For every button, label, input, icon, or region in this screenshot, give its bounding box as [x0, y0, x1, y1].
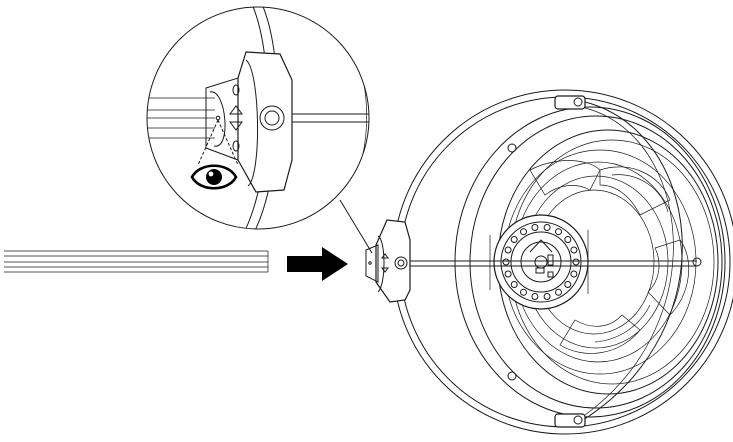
hub-hole: [543, 293, 551, 300]
hub-hole: [572, 258, 580, 266]
drive-rod: [402, 260, 697, 267]
hub-hole: [564, 236, 572, 243]
magnifier-callout: [146, 6, 370, 230]
hub-hole: [504, 246, 512, 254]
hub-hole: [543, 224, 551, 231]
hub-hole: [564, 281, 572, 288]
fan-assembly: [392, 89, 733, 435]
hub-hole: [570, 270, 578, 278]
hub-hole: [502, 258, 510, 266]
hub-hole: [570, 246, 578, 254]
right-arrow-icon: [287, 247, 348, 281]
hub-hole: [555, 228, 562, 236]
hub-hole: [510, 281, 518, 288]
hub-hole: [531, 293, 539, 300]
motor-hub: [493, 214, 589, 310]
callout-leader-line: [339, 199, 373, 254]
hub-hole: [520, 288, 527, 296]
hub-hole: [520, 228, 527, 236]
bottom-mount-tab: [554, 413, 586, 428]
hub-hole: [555, 288, 562, 296]
indicator-bar: [4, 250, 269, 273]
hub-hole: [510, 236, 518, 243]
top-mount-tab: [554, 95, 586, 110]
side-hinge-bracket: [365, 219, 411, 303]
eye-icon: [190, 164, 238, 190]
hub-hole: [531, 224, 539, 231]
hub-hole: [504, 270, 512, 278]
